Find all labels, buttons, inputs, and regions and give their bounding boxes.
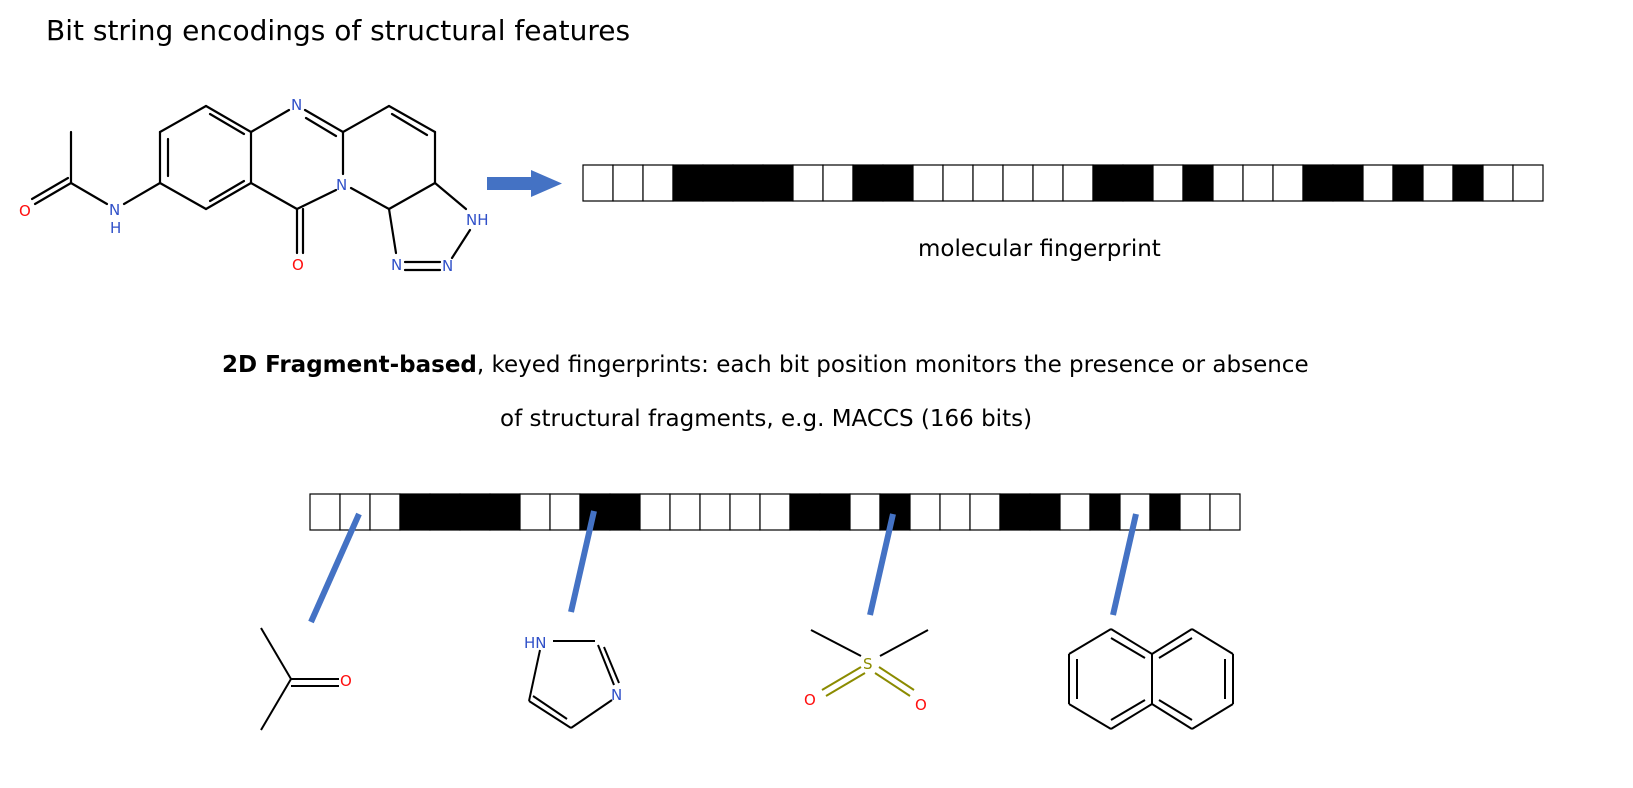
connector-lines xyxy=(308,510,1139,624)
fingerprint-bit xyxy=(1392,164,1424,202)
fingerprint-bit xyxy=(1332,164,1364,202)
fingerprint-bit xyxy=(672,164,704,202)
atom-label: HN xyxy=(524,634,547,652)
top-fingerprint xyxy=(582,164,1544,202)
fingerprint-bit xyxy=(912,164,944,202)
fingerprint-bit xyxy=(1242,164,1274,202)
description-line-1: 2D Fragment-based, keyed fingerprints: e… xyxy=(222,352,1633,378)
fingerprint-bit xyxy=(1002,164,1034,202)
fingerprint-bit xyxy=(1452,164,1484,202)
fingerprint-bit xyxy=(1182,164,1214,202)
atom-label: O xyxy=(915,696,927,714)
fingerprint-bit xyxy=(759,493,791,531)
fingerprint-bit xyxy=(1152,164,1184,202)
description-bold: 2D Fragment-based xyxy=(222,352,477,378)
fingerprint-bit xyxy=(1272,164,1304,202)
fingerprint-bit xyxy=(609,493,641,531)
fingerprint-bit xyxy=(879,493,911,531)
fingerprint-bit xyxy=(852,164,884,202)
fingerprint-bit xyxy=(489,493,521,531)
fingerprint-bit xyxy=(1089,493,1121,531)
fingerprint-bit xyxy=(822,164,854,202)
imidazole-fragment xyxy=(528,640,620,729)
fingerprint-bit xyxy=(642,164,674,202)
fingerprint-bit xyxy=(1422,164,1454,202)
bottom-fingerprint xyxy=(309,493,1241,531)
atom-label: N xyxy=(391,256,402,274)
fingerprint-bit xyxy=(819,493,851,531)
fingerprint-bit xyxy=(369,493,401,531)
fingerprint-bit xyxy=(1482,164,1514,202)
atom-label: O xyxy=(804,691,816,709)
fingerprint-bit xyxy=(882,164,914,202)
fingerprint-bit xyxy=(1059,493,1091,531)
atom-label: N xyxy=(109,201,120,219)
fingerprint-bit xyxy=(999,493,1031,531)
fingerprint-bit xyxy=(1149,493,1181,531)
fingerprint-bit xyxy=(1029,493,1061,531)
fingerprint-bit xyxy=(612,164,644,202)
fingerprint-bit xyxy=(789,493,821,531)
main-molecule-labels: O N H N N O NH N N xyxy=(19,96,489,275)
page-title: Bit string encodings of structural featu… xyxy=(46,14,631,47)
atom-label: S xyxy=(863,655,873,673)
fingerprint-bit xyxy=(519,493,551,531)
fingerprint-bit xyxy=(1512,164,1544,202)
fingerprint-bit xyxy=(669,493,701,531)
fingerprint-bit xyxy=(399,493,431,531)
fingerprint-bit xyxy=(459,493,491,531)
atom-label: NH xyxy=(466,211,489,229)
fingerprint-bit xyxy=(1179,493,1211,531)
main-molecule xyxy=(30,104,472,272)
fingerprint-bit xyxy=(1302,164,1334,202)
atom-label: N xyxy=(442,257,453,275)
atom-label: H xyxy=(110,219,121,237)
fingerprint-bit xyxy=(1209,493,1241,531)
fingerprint-bit xyxy=(729,493,761,531)
fingerprint-bit xyxy=(1092,164,1124,202)
fingerprint-bit xyxy=(909,493,941,531)
atom-label: O xyxy=(19,202,31,220)
fingerprint-bit xyxy=(699,493,731,531)
fingerprint-bit xyxy=(549,493,581,531)
fingerprint-bit xyxy=(702,164,734,202)
ketone-fragment xyxy=(260,627,339,731)
fingerprint-bit xyxy=(429,493,461,531)
naphthalene-fragment xyxy=(1068,628,1234,730)
atom-label: O xyxy=(340,672,352,690)
description-line-2: of structural fragments, e.g. MACCS (166… xyxy=(500,406,1033,432)
fingerprint-bit xyxy=(309,493,341,531)
atom-label: N xyxy=(291,96,302,114)
fingerprint-bit xyxy=(1122,164,1154,202)
fingerprint-bit xyxy=(849,493,881,531)
arrow-icon xyxy=(487,170,562,197)
fingerprint-bit xyxy=(939,493,971,531)
atom-label: O xyxy=(292,256,304,274)
fingerprint-bit xyxy=(942,164,974,202)
fingerprint-bit xyxy=(1212,164,1244,202)
sulfone-fragment xyxy=(810,629,929,697)
atom-label: N xyxy=(336,176,347,194)
fingerprint-bit xyxy=(972,164,1004,202)
fingerprint-bit xyxy=(969,493,1001,531)
fingerprint-bit xyxy=(639,493,671,531)
description-line-1-rest: , keyed fingerprints: each bit position … xyxy=(476,352,1309,378)
fingerprint-bit xyxy=(1062,164,1094,202)
atom-label: N xyxy=(611,686,622,704)
fingerprint-bit xyxy=(732,164,764,202)
fingerprint-label: molecular fingerprint xyxy=(918,236,1161,262)
fingerprint-bit xyxy=(1032,164,1064,202)
fingerprint-bit xyxy=(582,164,614,202)
fingerprint-bit xyxy=(1362,164,1394,202)
fingerprint-bit xyxy=(762,164,794,202)
fingerprint-bit xyxy=(792,164,824,202)
